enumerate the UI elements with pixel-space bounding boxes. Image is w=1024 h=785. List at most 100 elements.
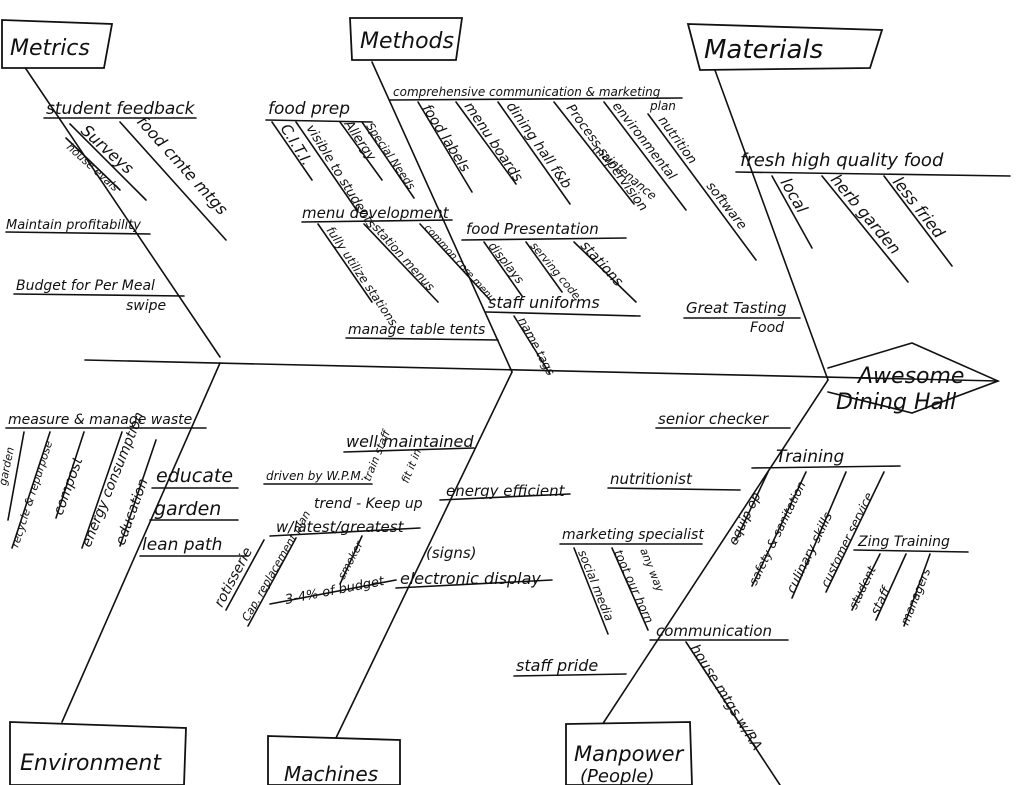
machines-sub-line: [395, 579, 553, 589]
category-box-metrics: Metrics: [1, 19, 114, 69]
manpower-sub-line: [611, 547, 649, 631]
category-label-methods: Methods: [360, 29, 454, 54]
methods-sub-line: [513, 315, 551, 375]
materials-less-fried: less fried: [889, 173, 949, 243]
machines-sub-line: [269, 579, 397, 605]
metrics-bone: [23, 65, 221, 358]
methods-stations: stations: [577, 238, 626, 290]
environment-bone: [61, 362, 221, 723]
methods-sub-line: [317, 223, 373, 303]
methods-manage-table-tents: manage table tents: [348, 322, 485, 338]
machines-sub-line: [339, 535, 363, 585]
metrics-student-feedback: student feedback: [46, 99, 196, 119]
manpower-managers: managers: [898, 566, 934, 627]
spine-line: [84, 359, 999, 382]
metrics-sub-line: [65, 137, 121, 191]
machines-budget-pct: 3-4% of budget: [284, 574, 386, 608]
materials-great-tasting: Great Tasting: [686, 299, 787, 317]
methods-sub-line: [603, 101, 687, 211]
effect-label-line1: Awesome: [856, 364, 964, 389]
methods-sub-line: [361, 121, 415, 199]
machines-smoker: smoker: [335, 538, 366, 581]
methods-sub-line: [271, 121, 313, 181]
methods-sub-line: [553, 101, 635, 205]
manpower-marketing-specialist: marketing specialist: [562, 527, 704, 543]
methods-sub-line: [497, 101, 571, 205]
machines-well-maintained: well maintained: [346, 432, 474, 451]
environment-sub-line: [11, 431, 51, 549]
manpower-sub-line: [751, 465, 901, 469]
category-label-manpower-line1: Manpower: [574, 742, 685, 766]
manpower-zing-training: Zing Training: [857, 534, 950, 550]
machines-sub-line: [439, 493, 571, 501]
manpower-equip-op: equip op: [726, 490, 764, 548]
manpower-nutritionist: nutritionist: [610, 470, 693, 488]
manpower-sub-line: [853, 549, 969, 553]
methods-food-prep: food prep: [268, 99, 350, 119]
machines-electronic-display: electronic display: [400, 569, 541, 588]
methods-name-tags: name tags: [515, 315, 557, 378]
environment-measure-manage-waste: measure & manage waste: [8, 412, 192, 428]
category-label-metrics: Metrics: [10, 36, 90, 61]
manpower-social-media: social media: [575, 548, 616, 623]
manpower-staff-pride: staff pride: [516, 656, 598, 675]
methods-sub-line: [485, 311, 641, 317]
methods-sub-line: [265, 119, 373, 123]
manpower-sub-line: [685, 641, 781, 785]
metrics-sub-line: [13, 293, 185, 297]
machines-latest-greatest: w/latest/greatest: [276, 518, 405, 536]
metrics-swipe: swipe: [126, 298, 166, 314]
manpower-house-mtgs: house mtgs w/RA: [687, 642, 765, 754]
methods-sub-line: [483, 241, 523, 297]
metrics-maintain-profitability: Maintain profitability: [6, 218, 141, 233]
machines-energy-efficient: energy efficient: [446, 482, 566, 500]
category-box-environment: Environment: [9, 721, 187, 785]
environment-garden2: garden: [154, 498, 221, 520]
methods-plan: plan: [649, 99, 676, 113]
methods-bone: [371, 61, 513, 373]
manpower-sub-line: [735, 471, 769, 541]
machines-sub-line: [269, 527, 421, 537]
methods-staff-uniforms: staff uniforms: [488, 293, 600, 312]
materials-sub-line: [735, 171, 1011, 177]
methods-sub-line: [339, 121, 383, 181]
methods-sub-line: [389, 97, 683, 101]
machines-bone: [334, 371, 513, 741]
manpower-sub-line: [791, 471, 847, 599]
machines-sub-line: [343, 447, 475, 453]
environment-sub-line: [55, 431, 85, 519]
metrics-sub-line: [69, 123, 147, 201]
methods-sub-line: [363, 223, 439, 303]
metrics-sub-line: [5, 231, 151, 235]
category-label-manpower-line2: (People): [580, 766, 655, 785]
manpower-sub-line: [607, 487, 741, 491]
category-box-methods: Methods: [349, 17, 464, 61]
methods-sub-line: [295, 121, 359, 213]
metrics-budget-per-meal: Budget for Per Meal: [16, 278, 155, 294]
manpower-communication: communication: [656, 622, 772, 640]
environment-educate: educate: [156, 465, 233, 487]
category-label-machines: Machines: [284, 762, 378, 785]
manpower-sub-line: [573, 547, 609, 635]
manpower-sub-line: [751, 471, 807, 587]
environment-sub-line: [81, 431, 123, 549]
methods-sub-line: [455, 101, 517, 185]
machines-fit-into: fit it in: [399, 447, 424, 485]
environment-sub-line: [7, 431, 25, 521]
methods-menu-development: menu development: [302, 204, 450, 222]
environment-lean-path: lean path: [142, 535, 222, 555]
manpower-training: Training: [776, 447, 844, 467]
methods-food-presentation: food Presentation: [466, 220, 599, 238]
machines-sub-line: [247, 537, 297, 627]
methods-sub-line: [647, 113, 757, 261]
category-label-environment: Environment: [20, 751, 162, 776]
methods-sub-line: [461, 237, 627, 241]
category-box-machines: Machines: [267, 735, 401, 785]
category-box-manpower: Manpower (People): [565, 721, 693, 785]
manpower-sub-line: [903, 553, 931, 627]
machines-trend-keep-up: trend - Keep up: [314, 496, 423, 512]
methods-sub-line: [345, 337, 499, 341]
metrics-sub-line: [119, 121, 227, 241]
manpower-sub-line: [851, 553, 881, 611]
